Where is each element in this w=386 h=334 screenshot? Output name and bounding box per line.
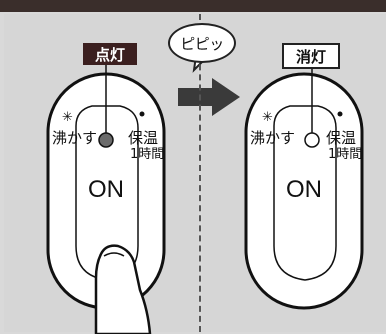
sparkle-icon: ✳ [262,110,273,125]
sound-text: ピピッ [180,34,224,53]
keep-warm-dot [139,111,145,117]
keep-warm-label: 保温 [326,129,357,147]
boil-label: 沸かす [250,129,296,147]
keep-warm-label: 保温 [128,129,159,147]
status-tag-lit: 点灯 [83,43,137,65]
timer-label: 1時間 [130,147,165,162]
boil-indicator-off [304,132,320,148]
top-band [0,0,386,12]
finger-icon [94,244,152,334]
right-button-outline [273,105,337,281]
right-remote [244,64,364,310]
right-arrow-icon [178,78,240,116]
status-tag-off: 消灯 [282,43,340,69]
boil-indicator-lit [98,132,114,148]
keep-warm-dot [337,111,343,117]
sound-bubble: ピピッ [168,23,236,63]
on-button-label: ON [286,176,322,203]
timer-label: 1時間 [328,147,363,162]
boil-label: 沸かす [52,129,98,147]
left-remote [46,64,166,310]
left-button-outline [75,105,139,281]
dashed-divider [199,14,201,332]
sparkle-icon: ✳ [62,110,73,125]
on-button-label: ON [88,176,124,203]
